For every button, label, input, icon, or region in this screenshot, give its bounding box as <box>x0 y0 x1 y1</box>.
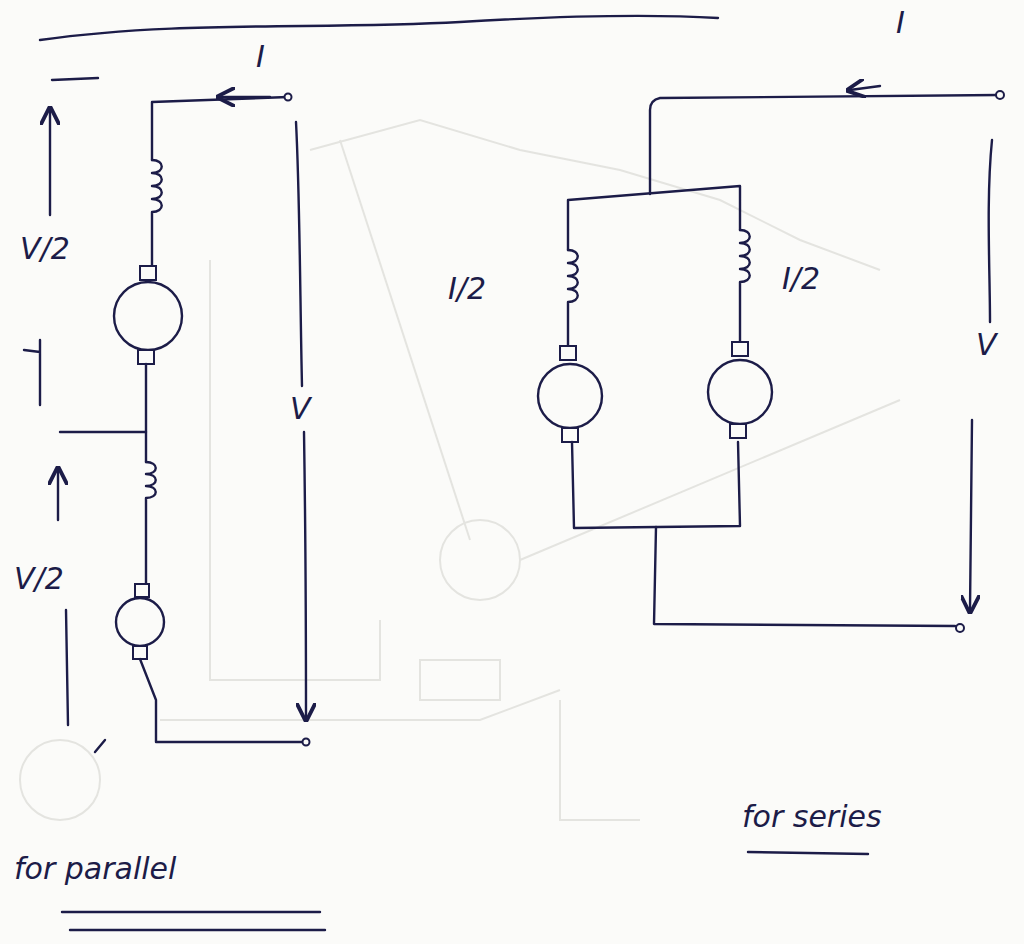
current-label: I <box>256 40 265 73</box>
voltage-label: V <box>976 328 997 361</box>
caption-note: for parallel <box>14 852 176 885</box>
caption-note: for series <box>742 800 882 833</box>
top-stroke <box>40 16 718 40</box>
parallel-connected-motors <box>538 86 1004 854</box>
current-label: I/2 <box>782 262 820 295</box>
voltage-label: V <box>290 392 311 425</box>
current-label: I/2 <box>448 272 486 305</box>
voltage-label: V/2 <box>14 562 64 595</box>
show-through <box>20 120 900 820</box>
series-connected-motors <box>24 78 310 752</box>
current-label: I <box>896 6 905 39</box>
voltage-label: V/2 <box>20 232 70 265</box>
underline <box>62 912 325 930</box>
